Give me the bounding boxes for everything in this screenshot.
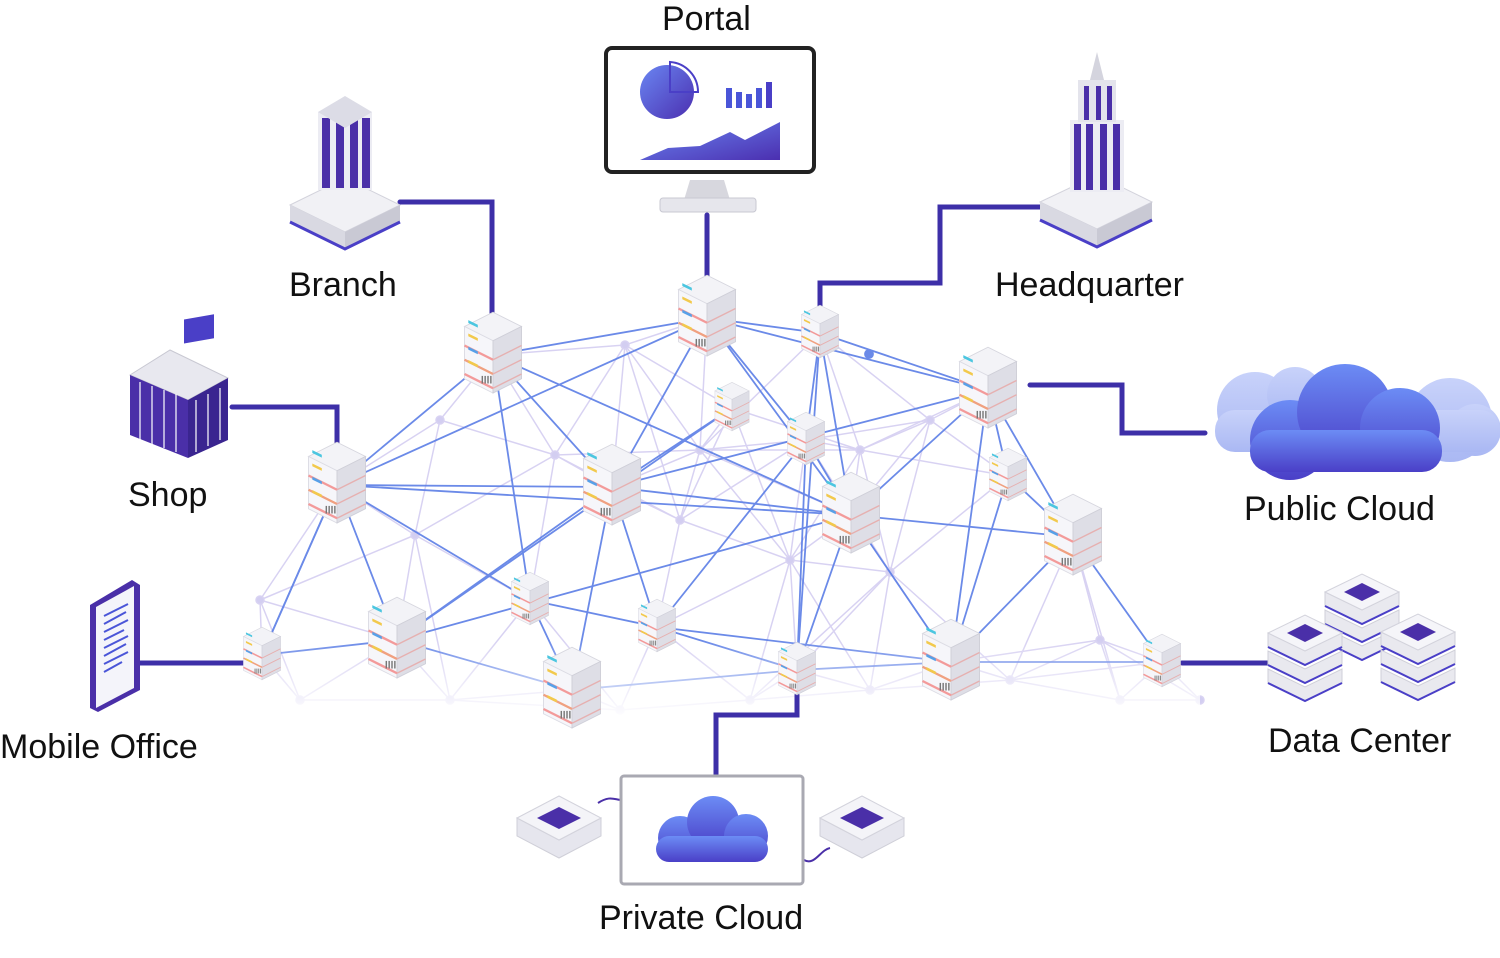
server-node xyxy=(463,311,523,394)
private-cloud-label: Private Cloud xyxy=(599,899,804,937)
server-node xyxy=(307,441,367,524)
mesh-link xyxy=(492,354,531,601)
mesh-link xyxy=(796,332,821,671)
faint-link xyxy=(554,344,626,456)
faint-link xyxy=(259,534,416,601)
faint-node xyxy=(785,555,795,565)
faint-link xyxy=(805,419,931,441)
external-connectors xyxy=(137,199,1271,778)
server-node xyxy=(1043,493,1103,576)
shop-label: Shop xyxy=(128,476,208,514)
mesh-link xyxy=(336,484,613,488)
shop-connector xyxy=(229,404,340,448)
mesh-link xyxy=(850,514,1074,538)
faint-node xyxy=(550,450,560,460)
faint-link xyxy=(679,519,791,561)
private-cloud-node xyxy=(818,795,906,859)
mesh-junction xyxy=(864,349,874,359)
mesh-link xyxy=(656,439,807,628)
faint-link xyxy=(656,559,791,628)
server-node xyxy=(800,304,840,359)
branch-label: Branch xyxy=(289,266,397,304)
faint-link xyxy=(414,419,441,536)
portal-monitor-icon xyxy=(604,46,816,213)
mobile-office-device-icon xyxy=(90,580,140,712)
mesh-link xyxy=(396,514,852,641)
server-node xyxy=(821,471,881,554)
faint-link xyxy=(679,449,701,521)
faint-link xyxy=(859,449,1009,477)
mesh-link xyxy=(529,599,658,628)
server-node xyxy=(677,274,737,357)
headquarter-label: Headquarter xyxy=(995,266,1185,304)
public-cloud-connector xyxy=(1027,382,1208,436)
faint-link xyxy=(624,344,681,521)
faint-node xyxy=(675,515,685,525)
faint-node xyxy=(255,595,265,605)
headquarter-building-icon xyxy=(1038,52,1154,249)
faint-link xyxy=(624,344,733,409)
faint-link xyxy=(889,419,931,573)
faint-link xyxy=(789,559,891,573)
mesh-link xyxy=(706,317,989,391)
private-cloud-icon xyxy=(597,774,831,886)
branch-connector xyxy=(397,199,495,318)
faint-node xyxy=(855,445,865,455)
server-node xyxy=(714,382,750,432)
mesh-link xyxy=(492,354,852,516)
server-node xyxy=(777,641,817,696)
public-cloud-icon xyxy=(1215,364,1500,480)
server-node xyxy=(786,411,826,466)
faint-link xyxy=(439,419,556,456)
portal-label: Portal xyxy=(662,0,751,38)
data-center-server xyxy=(1266,614,1344,703)
server-node xyxy=(958,346,1018,429)
server-nodes xyxy=(242,274,1182,729)
data-center-server xyxy=(1379,613,1457,702)
mesh-link xyxy=(336,484,531,601)
faint-link xyxy=(414,454,556,536)
mesh-link xyxy=(396,486,613,641)
server-node xyxy=(367,596,427,679)
mesh-link xyxy=(611,486,852,516)
server-node xyxy=(242,626,282,681)
mesh-link xyxy=(950,389,989,663)
public-cloud-label: Public Cloud xyxy=(1244,490,1435,528)
server-node xyxy=(582,443,642,526)
shop-building-icon xyxy=(128,314,230,458)
mesh-link xyxy=(336,317,708,486)
faint-node xyxy=(435,415,445,425)
data-center-stack-icon xyxy=(1266,573,1457,703)
private-cloud-node xyxy=(515,795,603,859)
faint-link xyxy=(699,449,791,561)
faint-node xyxy=(620,340,630,350)
mobile-office-label: Mobile Office xyxy=(0,728,198,766)
server-node xyxy=(921,618,981,701)
mesh-link xyxy=(796,439,807,671)
faint-node xyxy=(925,415,935,425)
mesh-fade xyxy=(200,640,1200,720)
server-node xyxy=(988,447,1028,502)
private-cloud-connector xyxy=(713,692,800,778)
private-cloud-nodes xyxy=(515,795,906,859)
server-node xyxy=(1142,633,1182,688)
server-node xyxy=(637,598,677,653)
server-node xyxy=(542,646,602,729)
data-center-label: Data Center xyxy=(1268,722,1452,760)
server-node xyxy=(510,571,550,626)
branch-building-icon xyxy=(288,96,402,251)
headquarter-connector xyxy=(817,204,1043,311)
mesh-link xyxy=(492,317,708,356)
